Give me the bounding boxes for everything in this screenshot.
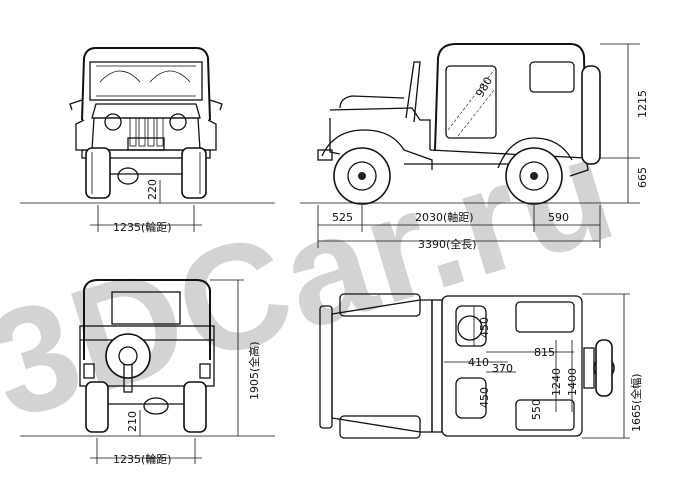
driver-seat <box>455 305 487 347</box>
overall-width-label: 1665(全幅) <box>629 373 643 432</box>
front-wheel-right <box>181 147 207 199</box>
headlight-left <box>104 113 122 131</box>
rear-wheel-right <box>183 381 207 433</box>
rear-window <box>111 291 181 325</box>
side-height-bottom-label: 665 <box>636 167 649 188</box>
side-view: 980 1215 665 <box>300 43 649 251</box>
seat-450-top-label: 450 <box>478 317 491 338</box>
cargo-1240-label: 1240 <box>550 368 563 396</box>
cargo-1400-label: 1400 <box>566 368 579 396</box>
rear-window <box>529 61 575 93</box>
cargo-550-label: 550 <box>530 399 543 420</box>
door-dimension-label: 980 <box>473 75 495 100</box>
rear-track-label: 1235(輪距) <box>113 452 172 466</box>
rear-overhang-label: 590 <box>548 211 569 224</box>
tail-light-right <box>199 363 211 379</box>
top-spare-tire <box>595 339 613 397</box>
overall-height-label: 1905(全高) <box>247 341 261 400</box>
cargo-815-label: 815 <box>534 346 555 359</box>
front-wheel-left <box>85 147 111 199</box>
side-window <box>445 65 497 139</box>
tail-light-left <box>83 363 95 379</box>
headlight-right <box>169 113 187 131</box>
wheelbase-label: 2030(軸距) <box>415 210 474 224</box>
overall-length-label: 3390(全長) <box>418 237 477 251</box>
rear-ground-clearance-label: 210 <box>126 411 139 432</box>
seat-370-label: 370 <box>492 362 513 375</box>
front-track-label: 1235(輪距) <box>113 220 172 234</box>
side-height-top-label: 1215 <box>636 90 649 118</box>
rear-wheel-left <box>85 381 109 433</box>
seat-450-bottom-label: 450 <box>478 387 491 408</box>
front-view: 220 1235(輪距) <box>20 47 275 234</box>
rear-view: 210 1905(全高) 1235(輪距) <box>20 279 275 466</box>
front-ground-clearance-label: 220 <box>146 179 159 200</box>
side-spare-tire <box>581 65 601 165</box>
front-grille <box>129 117 164 147</box>
top-view: 450 410 815 370 450 1240 1400 550 1665(全… <box>319 293 643 439</box>
front-overhang-label: 525 <box>332 211 353 224</box>
steering-wheel <box>457 315 483 341</box>
passenger-seat <box>455 377 487 419</box>
rear-spare-tire <box>105 333 151 379</box>
seat-410-label: 410 <box>468 356 489 369</box>
